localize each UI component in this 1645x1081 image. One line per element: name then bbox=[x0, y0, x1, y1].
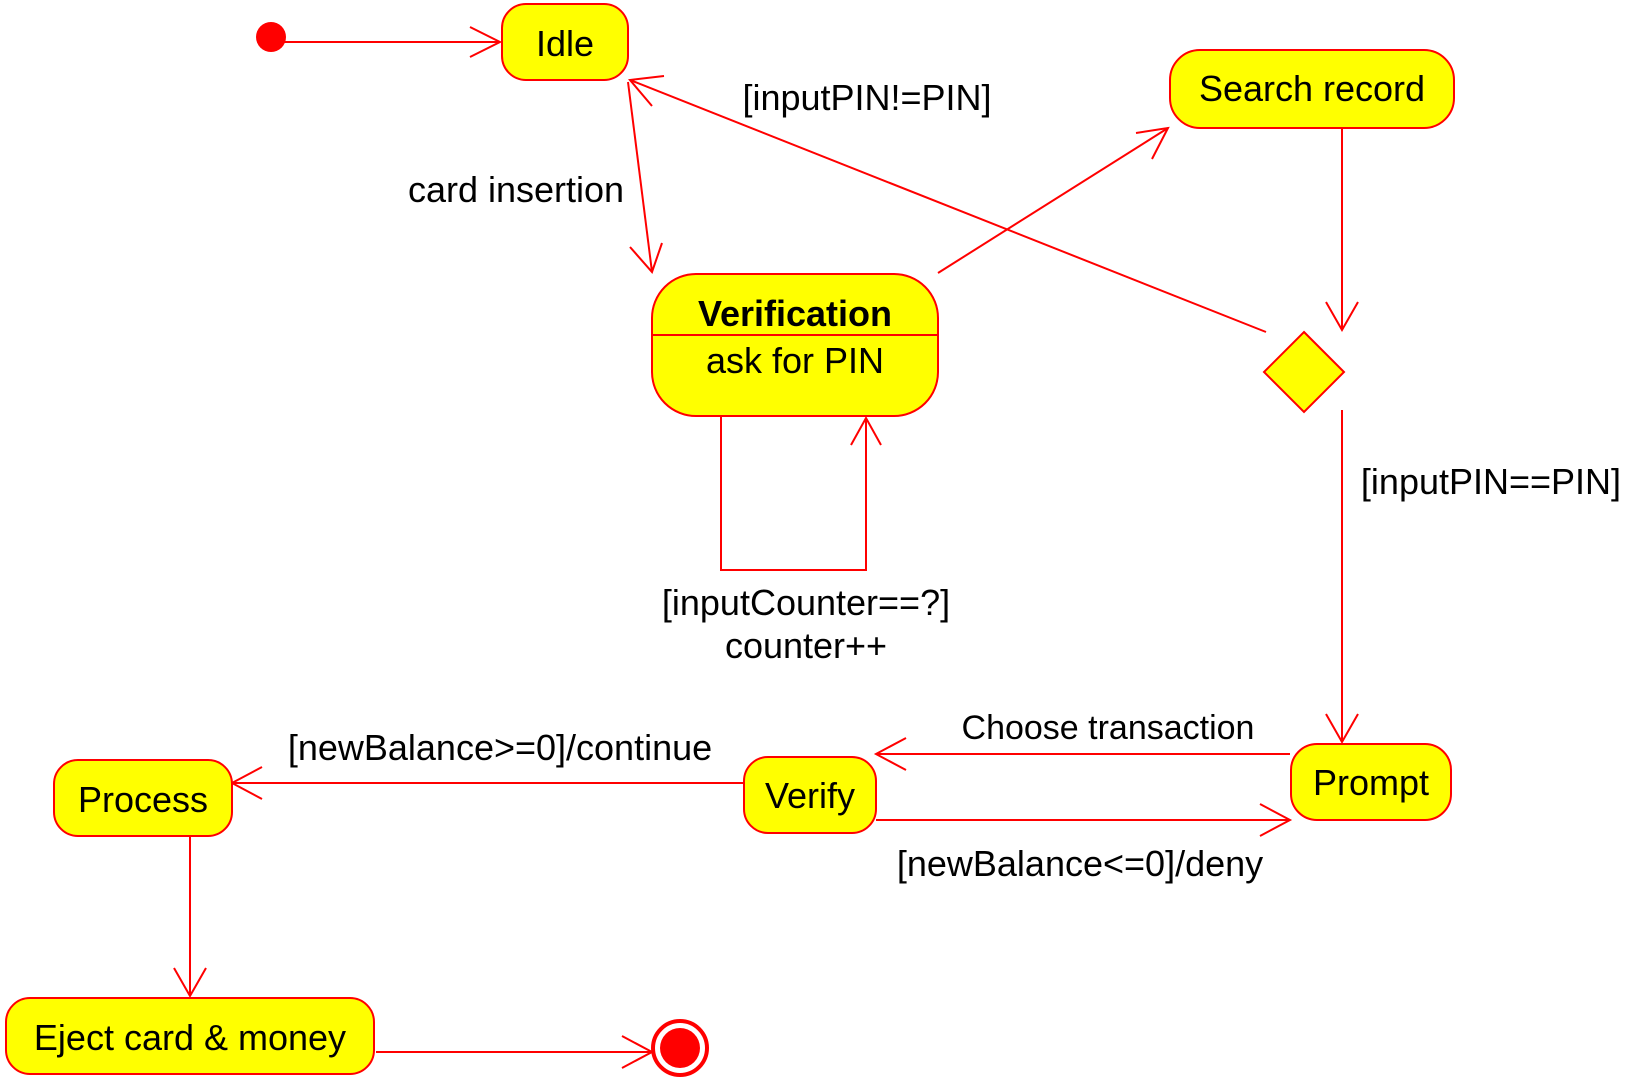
transitions bbox=[173, 26, 1359, 1069]
label-counter-action: counter++ bbox=[725, 625, 887, 666]
transition-verification-self-loop bbox=[720, 415, 882, 571]
label-continue: [newBalance>=0]/continue bbox=[288, 727, 712, 768]
label-pin-match: [inputPIN==PIN] bbox=[1361, 461, 1621, 502]
label-deny: [newBalance<=0]/deny bbox=[897, 843, 1263, 884]
label-card-insertion: card insertion bbox=[408, 169, 624, 210]
transition-verification-to-search bbox=[937, 126, 1170, 274]
transition-decision-to-idle bbox=[628, 75, 1267, 333]
state-prompt-label: Prompt bbox=[1313, 762, 1429, 803]
state-idle-label: Idle bbox=[536, 23, 594, 64]
state-prompt: Prompt bbox=[1290, 743, 1452, 821]
transition-initial-to-idle bbox=[272, 26, 503, 58]
transition-process-to-eject bbox=[173, 837, 207, 999]
state-verification-title: Verification bbox=[698, 293, 892, 334]
transition-prompt-to-verify bbox=[873, 737, 1290, 771]
transition-verify-to-process bbox=[229, 766, 743, 800]
transition-decision-to-prompt bbox=[1325, 410, 1359, 745]
state-process: Process bbox=[53, 759, 233, 837]
transition-eject-to-final bbox=[376, 1035, 655, 1069]
state-verification: Verification ask for PIN bbox=[651, 273, 939, 417]
state-verify-label: Verify bbox=[765, 775, 855, 816]
state-eject: Eject card & money bbox=[5, 997, 375, 1075]
label-choose-transaction: Choose transaction bbox=[962, 709, 1255, 747]
state-process-label: Process bbox=[78, 779, 208, 820]
state-verify: Verify bbox=[743, 756, 877, 834]
decision-diamond bbox=[1262, 330, 1346, 414]
state-verification-action: ask for PIN bbox=[706, 340, 884, 381]
state-search-record: Search record bbox=[1169, 49, 1455, 129]
transition-verify-to-prompt bbox=[876, 803, 1293, 837]
state-eject-label: Eject card & money bbox=[34, 1017, 346, 1058]
label-pin-mismatch: [inputPIN!=PIN] bbox=[742, 77, 991, 118]
transition-search-to-decision bbox=[1325, 128, 1359, 333]
initial-node bbox=[256, 22, 286, 52]
state-search-record-label: Search record bbox=[1199, 68, 1425, 109]
transition-idle-to-verification bbox=[627, 81, 663, 274]
final-node bbox=[651, 1019, 709, 1077]
state-idle: Idle bbox=[501, 3, 629, 81]
label-counter-guard: [inputCounter==?] bbox=[662, 582, 950, 623]
